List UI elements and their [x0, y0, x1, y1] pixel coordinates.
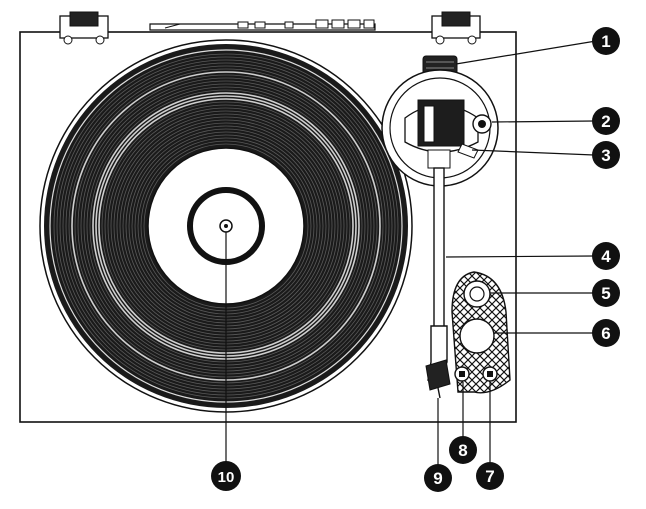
leader-line-1 — [455, 40, 597, 65]
callout-1: 1 — [592, 27, 620, 55]
tonearm — [425, 167, 451, 399]
leader-line-3 — [471, 149, 595, 156]
callout-3-number: 3 — [601, 146, 610, 165]
callout-8-number: 8 — [458, 441, 467, 460]
callout-5: 5 — [592, 279, 620, 307]
tonearm-base — [381, 69, 499, 187]
callout-4-number: 4 — [601, 247, 611, 266]
control-plate — [451, 271, 511, 394]
leader-line-4 — [445, 255, 595, 258]
rear-hinge-right — [431, 11, 481, 45]
callout-9: 9 — [424, 464, 452, 492]
callout-1-number: 1 — [601, 32, 610, 51]
leader-lines — [225, 40, 597, 465]
callout-9-number: 9 — [433, 469, 442, 488]
callout-5-number: 5 — [601, 284, 610, 303]
rear-control-strip — [149, 19, 376, 31]
callout-2: 2 — [592, 107, 620, 135]
callout-7-number: 7 — [485, 467, 494, 486]
callout-8: 8 — [449, 436, 477, 464]
callout-10: 10 — [211, 461, 241, 491]
callout-10-number: 10 — [218, 469, 235, 486]
callout-7: 7 — [476, 462, 504, 490]
leader-line-2 — [491, 120, 595, 123]
callout-6-number: 6 — [601, 324, 610, 343]
callout-2-number: 2 — [601, 112, 610, 131]
callout-3: 3 — [592, 141, 620, 169]
callout-4: 4 — [592, 242, 620, 270]
rear-hinge-left — [59, 11, 109, 45]
callout-6: 6 — [592, 319, 620, 347]
